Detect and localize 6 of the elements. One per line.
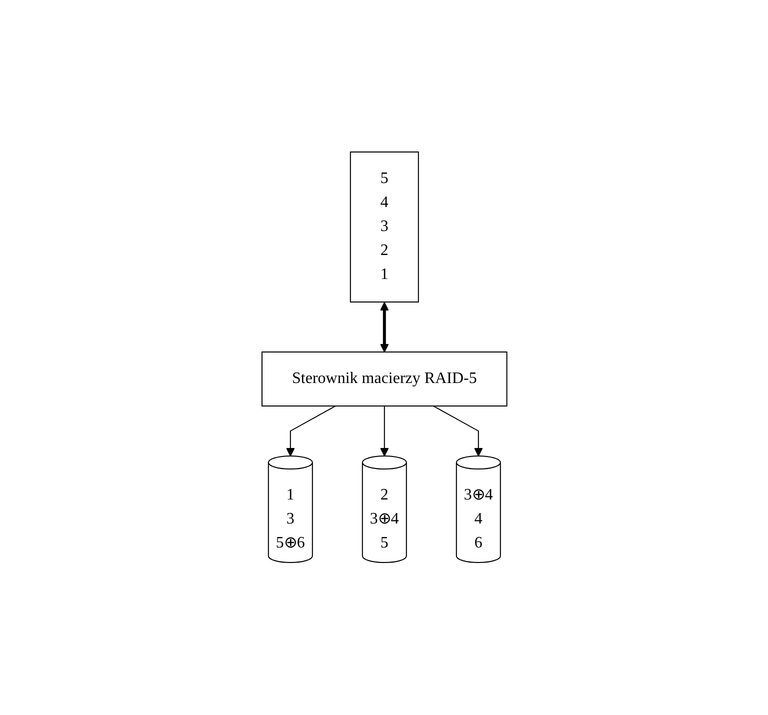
arrow <box>380 302 388 353</box>
arrow <box>380 406 388 457</box>
node-box: Sterownik macierzy RAID-5 <box>261 352 507 407</box>
arrow <box>432 406 482 457</box>
node-box: 5 4 3 2 1 <box>350 152 418 303</box>
arrow <box>286 406 336 457</box>
